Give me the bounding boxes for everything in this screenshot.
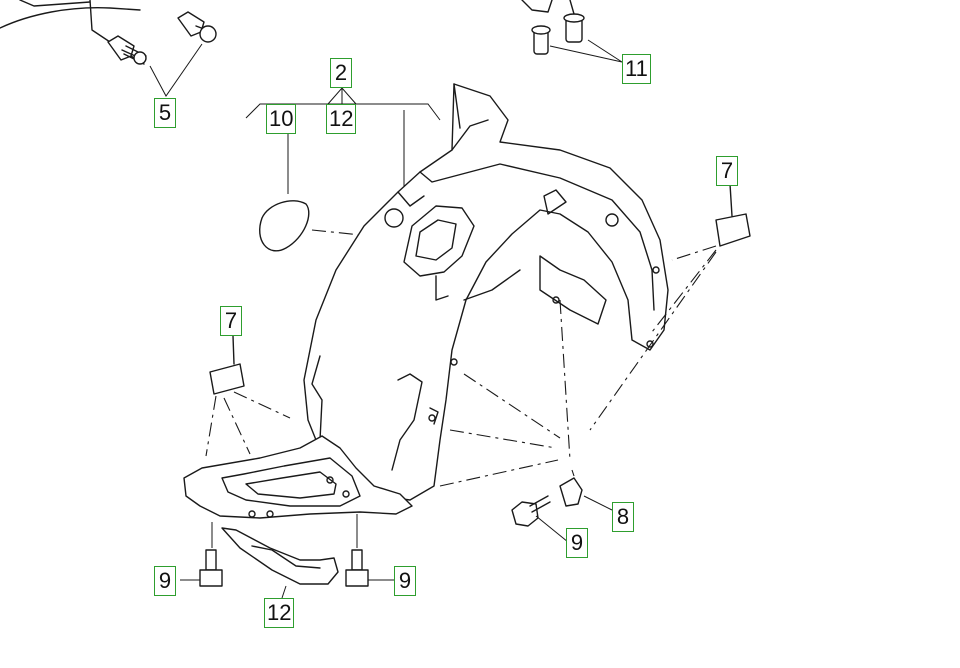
clip-icon — [559, 477, 583, 507]
bolt-icon — [511, 495, 551, 527]
splash-shield — [183, 435, 413, 519]
clip-icon — [521, 0, 585, 55]
clip-icon — [209, 335, 245, 395]
callout-5[interactable]: 5 — [154, 98, 176, 128]
bolt-icon — [107, 35, 147, 65]
callout-9[interactable]: 9 — [394, 566, 416, 596]
callout-7[interactable]: 7 — [716, 156, 738, 186]
callout-2[interactable]: 2 — [330, 58, 352, 88]
grommet-icon — [259, 200, 310, 252]
bolt-icon — [177, 11, 217, 43]
callout-9[interactable]: 9 — [566, 528, 588, 558]
callout-9[interactable]: 9 — [154, 566, 176, 596]
clip-icon — [715, 183, 751, 247]
callout-12[interactable]: 12 — [264, 598, 295, 628]
callout-11[interactable]: 11 — [622, 54, 651, 84]
callout-12[interactable]: 12 — [326, 104, 357, 134]
callout-10[interactable]: 10 — [266, 104, 297, 134]
callout-8[interactable]: 8 — [612, 502, 634, 532]
bolt-icon — [199, 549, 223, 587]
fender-liner — [303, 83, 669, 501]
callout-7[interactable]: 7 — [220, 306, 242, 336]
bolt-icon — [345, 549, 369, 587]
